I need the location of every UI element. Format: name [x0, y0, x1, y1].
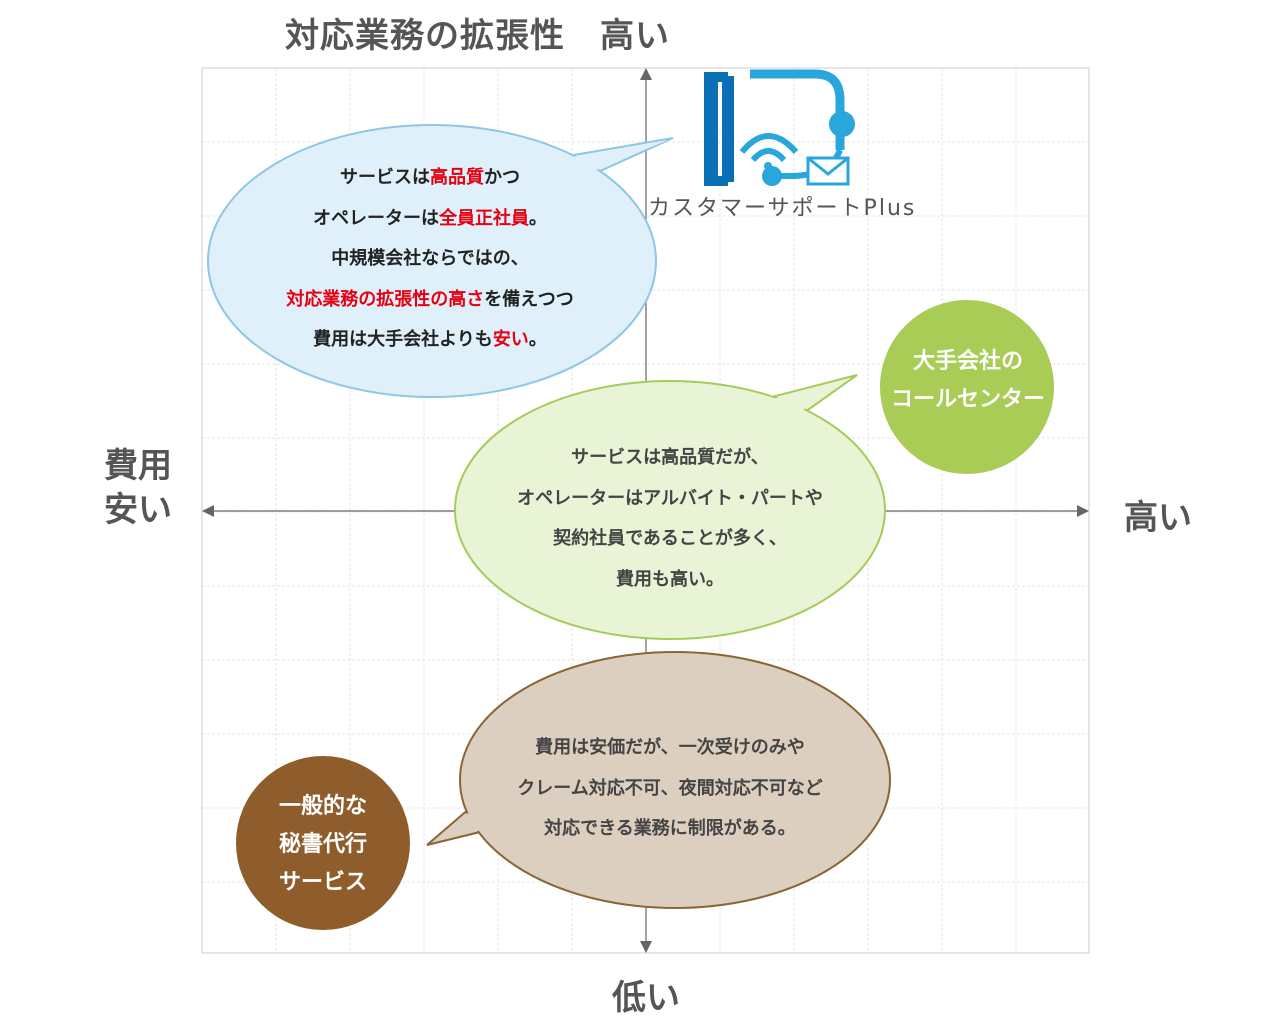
big-callcenter-line: コールセンター — [890, 387, 1045, 412]
big-callcenter-line: 大手会社の — [912, 349, 1023, 374]
axis-left-label: 費用 安い — [104, 444, 172, 532]
axis-arrow-up — [640, 68, 652, 80]
axis-left-line1: 費用 — [104, 446, 172, 486]
secretary-label: 一般的な 秘書代行 サービス — [236, 788, 410, 902]
bubble-big-company-text: サービスは高品質だが、 オペレーターはアルバイト・パートや 契約社員であることが… — [470, 438, 870, 600]
secretary-line: サービス — [278, 870, 367, 895]
bubble-secretary — [426, 651, 891, 909]
logo-text: カスタマーサポートPlus — [648, 196, 917, 221]
secretary-circle — [236, 756, 410, 930]
axis-top-label: 対応業務の拡張性 高い — [285, 16, 670, 56]
bubble-big-line: 契約社員であることが多く、 — [553, 528, 787, 549]
bubble-ours-line: 費用は大手会社よりも安い。 — [313, 329, 547, 350]
bubble-ours — [207, 124, 674, 398]
bubble-secretary-text: 費用は安価だが、一次受けのみや クレーム対応不可、夜間対応不可など 対応できる業… — [470, 728, 870, 850]
axis-arrow-down — [640, 941, 652, 953]
bubble-big-line: サービスは高品質だが、 — [571, 447, 769, 468]
bubble-ours-text: サービスは高品質かつ オペレーターは全員正社員。 中規模会社ならではの、 対応業… — [230, 158, 630, 361]
bubble-ours-line: 中規模会社ならではの、 — [331, 248, 529, 269]
secretary-line: 一般的な — [278, 794, 367, 819]
bubble-big-line: オペレーターはアルバイト・パートや — [517, 487, 823, 509]
big-callcenter-label: 大手会社の コールセンター — [880, 343, 1056, 419]
axis-arrow-right — [1077, 505, 1089, 517]
map-border — [201, 67, 1090, 954]
bubble-big-line: 費用も高い。 — [616, 568, 724, 590]
axis-bottom-label: 低い — [612, 978, 680, 1018]
bubble-secretary-line: クレーム対応不可、夜間対応不可など — [517, 777, 823, 799]
bubble-secretary-line: 対応できる業務に制限がある。 — [544, 818, 796, 839]
headset-wifi-mail-icon — [704, 69, 855, 186]
bubble-ours-line: オペレーターは全員正社員。 — [313, 207, 547, 229]
axis-arrow-left — [202, 505, 214, 517]
big-callcenter-circle — [880, 300, 1054, 474]
secretary-line: 秘書代行 — [278, 832, 367, 857]
bubble-big-company — [454, 374, 886, 640]
bubble-secretary-line: 費用は安価だが、一次受けのみや — [535, 737, 805, 758]
axis-left-line2: 安い — [104, 490, 172, 530]
axis-right-label: 高い — [1124, 498, 1192, 538]
bubble-ours-line: サービスは高品質かつ — [340, 167, 520, 188]
bubble-ours-line: 対応業務の拡張性の高さを備えつつ — [286, 288, 574, 310]
